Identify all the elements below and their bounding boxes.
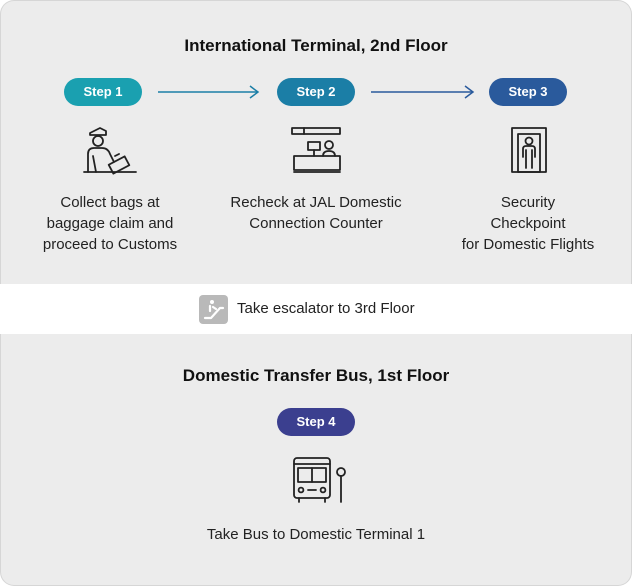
arrow-step2-to-step3-icon (371, 85, 475, 99)
step-2-badge: Step 2 (277, 78, 355, 106)
bus-stop-icon (293, 457, 346, 503)
baggage-claim-icon (83, 127, 137, 175)
security-gate-icon (511, 127, 547, 173)
check-in-counter-icon (291, 127, 341, 173)
domestic-transfer-title: Domestic Transfer Bus, 1st Floor (182, 366, 450, 385)
arrow-step1-to-step2-icon (158, 85, 260, 99)
step-3-badge: Step 3 (489, 78, 567, 106)
escalator-instruction: Take escalator to 3rd Floor (237, 300, 415, 317)
domestic-bus-panel (0, 334, 632, 586)
step-3-caption: Security Checkpoint for Domestic Flights (461, 194, 595, 253)
step-2-caption: Recheck at JAL Domestic Connection Count… (230, 194, 402, 232)
step-4-badge: Step 4 (277, 408, 355, 436)
escalator-band (0, 284, 632, 334)
step-1-caption: Collect bags at baggage claim and procee… (42, 194, 178, 253)
step-4-caption: Take Bus to Domestic Terminal 1 (206, 526, 426, 543)
escalator-icon (199, 295, 228, 324)
step-1-badge: Step 1 (64, 78, 142, 106)
international-terminal-title: International Terminal, 2nd Floor (184, 36, 448, 55)
